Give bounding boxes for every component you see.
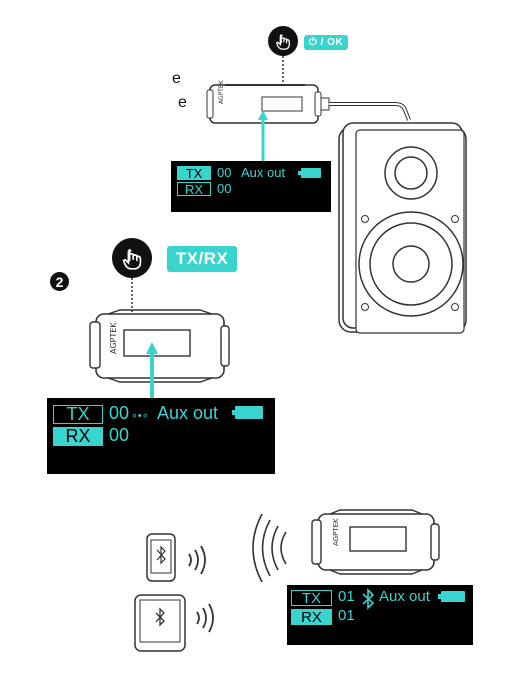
tx-rx-button[interactable]: TX/RX bbox=[167, 246, 237, 272]
hand-tap-icon bbox=[120, 246, 144, 270]
rx-value: 00 bbox=[217, 181, 231, 196]
tx-value: 01 bbox=[338, 588, 355, 605]
svg-text:AGPTEK: AGPTEK bbox=[109, 322, 118, 354]
battery-icon bbox=[301, 168, 321, 178]
wireless-signal-icon bbox=[185, 545, 209, 575]
svg-text:AGPTEK: AGPTEK bbox=[218, 79, 225, 104]
svg-text:AGPTEK: AGPTEK bbox=[332, 518, 340, 546]
transmitter-device-large: AGPTEK bbox=[88, 308, 238, 388]
step-number-badge: 2 bbox=[50, 272, 69, 291]
wireless-signal-icon bbox=[193, 603, 217, 633]
status-text: Aux out bbox=[379, 588, 430, 605]
tx-label: TX bbox=[177, 166, 211, 180]
hand-tap-icon bbox=[274, 32, 292, 50]
receiver-device: AGPTEK bbox=[310, 508, 445, 578]
rx-label: RX bbox=[291, 609, 332, 625]
tx-label: TX bbox=[53, 405, 103, 424]
side-letter: e bbox=[172, 70, 181, 88]
power-ok-button[interactable]: ⏻ / OK bbox=[304, 35, 348, 50]
tablet-icon bbox=[134, 594, 186, 652]
pairing-dots: ∘•∘ bbox=[131, 409, 149, 422]
step1-screen-display: TX 00 Aux out RX 00 bbox=[171, 161, 331, 212]
tx-value: 00 bbox=[217, 165, 231, 180]
status-text: Aux out bbox=[241, 165, 285, 180]
phone-icon bbox=[146, 533, 176, 583]
battery-icon bbox=[441, 591, 465, 602]
side-letter: e bbox=[178, 94, 187, 112]
rx-value: 00 bbox=[109, 425, 129, 446]
press-button-icon bbox=[268, 26, 298, 56]
tx-value: 00 bbox=[109, 403, 129, 424]
bluetooth-icon bbox=[361, 588, 375, 610]
rx-label: RX bbox=[177, 182, 211, 196]
status-text: Aux out bbox=[157, 403, 218, 424]
speaker-icon bbox=[338, 121, 468, 342]
battery-icon bbox=[235, 406, 263, 419]
broadcast-waves-icon bbox=[238, 512, 288, 584]
press-button-icon bbox=[112, 238, 152, 278]
rx-label: RX bbox=[53, 427, 103, 446]
step3-screen-display: TX 01 Aux out RX 01 bbox=[287, 585, 473, 645]
tx-label: TX bbox=[291, 590, 332, 606]
arrow-pointer bbox=[258, 110, 268, 168]
rx-value: 01 bbox=[338, 607, 355, 624]
step2-screen-display: TX 00 ∘•∘ Aux out RX 00 bbox=[47, 398, 275, 474]
